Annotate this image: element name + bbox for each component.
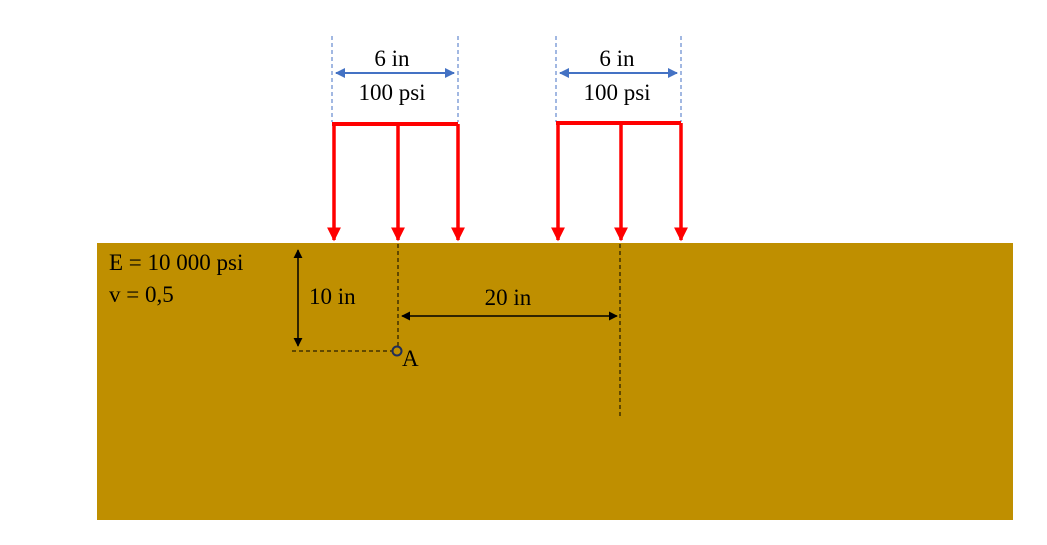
- offset-label: 20 in: [485, 285, 532, 310]
- load-pressure-label: 100 psi: [358, 80, 425, 105]
- load-pressure-label: 100 psi: [583, 80, 650, 105]
- soil-modulus-label: E = 10 000 psi: [109, 250, 243, 275]
- soil-poisson-label: v = 0,5: [109, 282, 174, 307]
- load-width-label: 6 in: [599, 46, 635, 71]
- load-width-label: 6 in: [374, 46, 410, 71]
- depth-label: 10 in: [309, 284, 356, 309]
- distributed-load-1: 6 in 100 psi: [327, 36, 465, 242]
- point-a-label: A: [402, 346, 419, 371]
- point-a-marker: [391, 345, 403, 357]
- distributed-load-2: 6 in 100 psi: [551, 36, 688, 242]
- soil-layer: [97, 243, 1013, 520]
